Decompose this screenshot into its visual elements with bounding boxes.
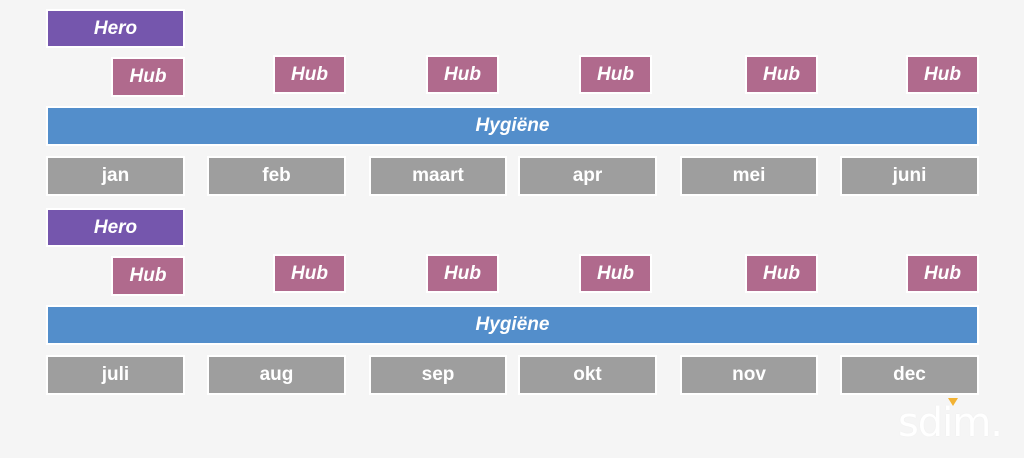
hub-block: Hub bbox=[273, 55, 346, 94]
hub-block: Hub bbox=[579, 254, 652, 293]
hygiene-bar: Hygiëne bbox=[46, 305, 979, 345]
hero-block: Hero bbox=[46, 208, 185, 247]
logo-accent-icon bbox=[947, 398, 958, 406]
hub-block: Hub bbox=[745, 55, 818, 94]
sdim-logo: sdim. bbox=[897, 398, 1003, 446]
month-cell: jan bbox=[46, 156, 185, 196]
month-cell: juli bbox=[46, 355, 185, 395]
hub-block: Hub bbox=[426, 55, 499, 94]
hub-block: Hub bbox=[579, 55, 652, 94]
month-cell: mei bbox=[680, 156, 818, 196]
month-cell: dec bbox=[840, 355, 979, 395]
month-cell: okt bbox=[518, 355, 657, 395]
hero-block: Hero bbox=[46, 9, 185, 48]
month-cell: feb bbox=[207, 156, 346, 196]
hub-block: Hub bbox=[745, 254, 818, 293]
month-cell: sep bbox=[369, 355, 507, 395]
hub-block: Hub bbox=[111, 57, 185, 97]
month-cell: nov bbox=[680, 355, 818, 395]
month-cell: aug bbox=[207, 355, 346, 395]
hub-block: Hub bbox=[111, 256, 185, 296]
hub-block: Hub bbox=[273, 254, 346, 293]
hub-block: Hub bbox=[906, 254, 979, 293]
hygiene-bar: Hygiëne bbox=[46, 106, 979, 146]
month-cell: juni bbox=[840, 156, 979, 196]
hub-block: Hub bbox=[426, 254, 499, 293]
hub-block: Hub bbox=[906, 55, 979, 94]
month-cell: maart bbox=[369, 156, 507, 196]
month-cell: apr bbox=[518, 156, 657, 196]
logo-text: sdim. bbox=[897, 400, 1003, 446]
